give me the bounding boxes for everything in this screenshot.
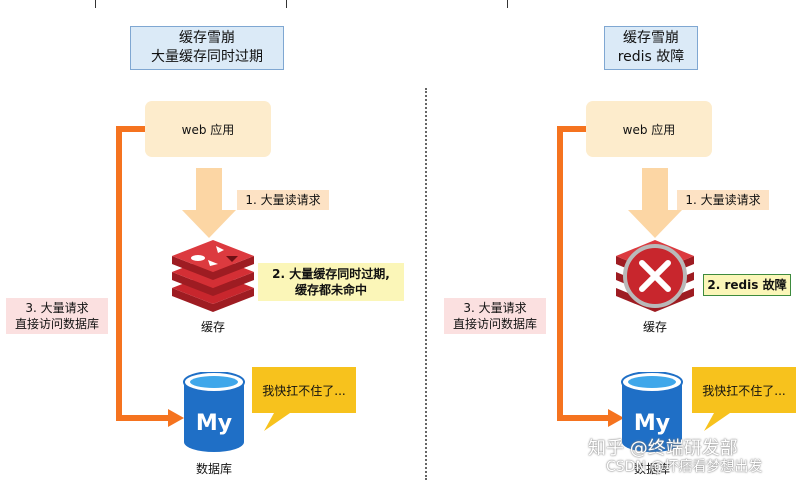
left-mysql-logo-text: My <box>196 411 232 436</box>
left-bubble-text: 我快扛不住了... <box>262 383 346 398</box>
left-web-app-box: web 应用 <box>145 101 271 157</box>
right-step3-label: 3. 大量请求 直接访问数据库 <box>444 298 546 334</box>
redis-logo-icon <box>172 240 254 312</box>
right-down-arrow <box>628 168 682 238</box>
left-step3-label: 3. 大量请求 直接访问数据库 <box>6 298 108 334</box>
watermark-line2: CSDN @坏痞看梦想出发 <box>606 459 763 475</box>
left-bypass-arrow <box>116 126 170 421</box>
left-down-arrow <box>182 168 236 238</box>
speech-bubble-icon <box>252 367 356 431</box>
right-bypass-arrow <box>557 126 610 421</box>
right-title: 缓存雪崩 redis 故障 <box>604 26 698 70</box>
speech-bubble-icon <box>692 367 796 431</box>
left-title-line1: 缓存雪崩 <box>179 30 235 46</box>
top-tick <box>95 0 96 8</box>
watermark-line1: 知乎 @终端研发部 <box>588 438 738 459</box>
right-web-app-box: web 应用 <box>586 101 712 157</box>
right-step1-label: 1. 大量读请求 <box>677 190 769 210</box>
left-bypass-arrowhead <box>168 409 184 427</box>
left-step2-label: 2. 大量缓存同时过期, 缓存都未命中 <box>258 263 404 301</box>
top-tick <box>286 0 287 8</box>
left-title: 缓存雪崩 大量缓存同时过期 <box>130 26 284 70</box>
left-web-app-label: web 应用 <box>181 122 235 137</box>
right-cache-caption: 缓存 <box>642 320 667 334</box>
right-mysql-logo-text: My <box>634 411 670 436</box>
mysql-database-icon: My <box>621 372 683 452</box>
left-step1-label: 1. 大量读请求 <box>237 190 329 210</box>
right-title-line1: 缓存雪崩 <box>623 30 679 46</box>
failure-x-icon <box>616 240 694 312</box>
mysql-database-icon: My <box>183 372 245 452</box>
right-title-line2: redis 故障 <box>617 49 685 65</box>
panel-divider <box>425 88 427 480</box>
left-cache-caption: 缓存 <box>200 320 225 334</box>
right-bubble-text: 我快扛不住了... <box>702 383 786 398</box>
right-web-app-label: web 应用 <box>622 122 676 137</box>
left-title-line2: 大量缓存同时过期 <box>151 49 263 65</box>
top-tick <box>507 0 508 8</box>
right-step2-label: 2. redis 故障 <box>703 274 791 296</box>
right-db-caption: 数据库 <box>633 462 670 476</box>
right-bypass-arrowhead <box>608 409 624 427</box>
left-db-caption: 数据库 <box>195 462 232 476</box>
